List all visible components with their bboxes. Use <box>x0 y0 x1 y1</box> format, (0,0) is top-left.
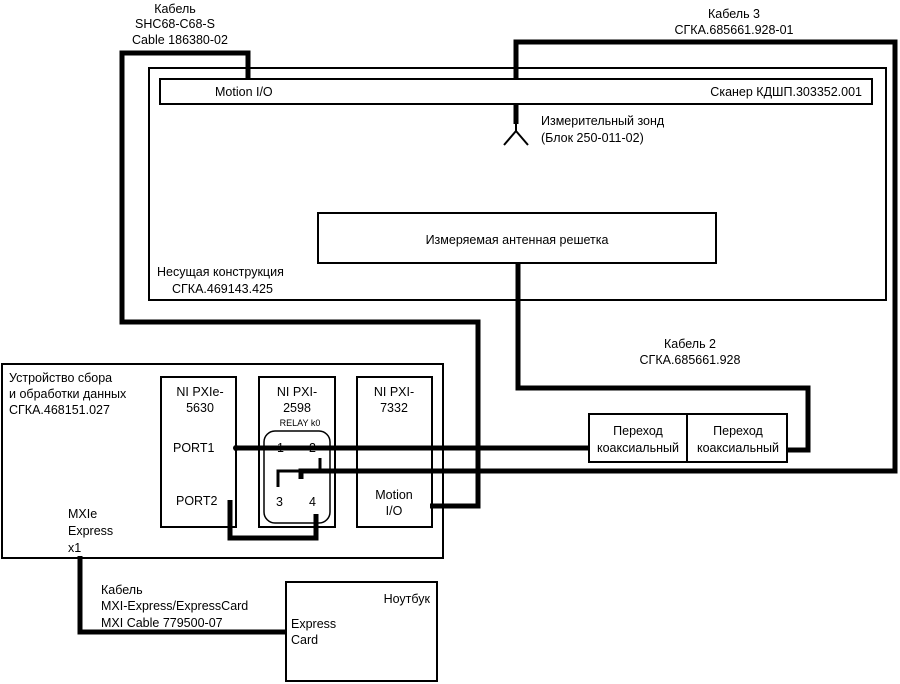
antenna-label: Измеряемая антенная решетка <box>426 233 609 247</box>
pxie5630-title-line2: 5630 <box>186 401 214 415</box>
pxi7332-box <box>356 376 433 528</box>
pxi7332-title-line2: 7332 <box>380 401 408 415</box>
scanner-name-label: Сканер КДШП.303352.001 <box>710 85 862 99</box>
laptop-box <box>285 581 438 682</box>
frame-label-line1: Несущая конструкция <box>157 265 284 279</box>
adapter-right-box <box>686 413 788 463</box>
cable-mxi-line <box>77 556 286 635</box>
cable-shc68-label-line2: SHC68-C68-S <box>135 17 215 31</box>
daq-title-line1: Устройство сбора <box>9 371 112 385</box>
daq-box <box>1 363 444 559</box>
port1-connector-dot <box>233 445 239 451</box>
daq-title-line2: и обработки данных <box>9 387 127 401</box>
pxi2598-title-line1: NI PXI- <box>277 385 317 399</box>
scanner-motion-io-label: Motion I/O <box>215 85 273 99</box>
cable-3-label-line2: СГКА.685661.928-01 <box>675 23 794 37</box>
antenna-box <box>317 212 717 264</box>
pxie5630-title-line1: NI PXIe- <box>176 385 223 399</box>
cable-mxi-label-line3: MXI Cable 779500-07 <box>101 616 223 630</box>
cable-2-line <box>515 257 811 453</box>
pxi2598-title-line2: 2598 <box>283 401 311 415</box>
port1-label: PORT1 <box>173 441 214 455</box>
probe-label-line2: (Блок 250-011-02) <box>541 131 644 145</box>
cable-mxi-label-line1: Кабель <box>101 583 143 597</box>
adapter-left-line1: Переход <box>613 424 663 438</box>
probe-label-line1: Измерительный зонд <box>541 114 665 128</box>
pxi2598-box <box>258 376 336 528</box>
relay-pin2-dot <box>317 445 323 451</box>
cable-shc68-label-line3: Cable 186380-02 <box>132 33 228 47</box>
mxie-label-line3: x1 <box>68 541 81 555</box>
laptop-title: Ноутбук <box>384 592 431 606</box>
relay-pin-2: 2 <box>309 441 316 455</box>
cable-shc68-line <box>119 50 481 509</box>
relay-pin-1: 1 <box>277 441 284 455</box>
cable-mxi-label-line2: MXI-Express/ExpressCard <box>101 599 248 613</box>
relay-pin-3: 3 <box>276 495 283 509</box>
relay-pin-4: 4 <box>309 495 316 509</box>
adapter-right-line1: Переход <box>713 424 763 438</box>
cable-shc68-label-line1: Кабель <box>154 2 196 16</box>
laptop-slot-line2: Card <box>291 633 318 647</box>
scanner-box <box>159 78 873 105</box>
adapter-right-line2: коаксиальный <box>697 441 779 455</box>
relay-link-line <box>276 458 322 487</box>
frame-label-line2: СГКА.469143.425 <box>172 282 273 296</box>
daq-title-line3: СГКА.468151.027 <box>9 403 110 417</box>
relay-label: RELAY k0 <box>280 418 321 428</box>
port2-cable-line <box>227 500 319 541</box>
relay-pin1-dot <box>265 445 271 451</box>
pxi7332-motion-line2: I/O <box>386 504 403 518</box>
cable-2-label-line1: Кабель 2 <box>664 337 716 351</box>
pxi7332-title-line1: NI PXI- <box>374 385 414 399</box>
mxie-label-line1: MXIe <box>68 507 97 521</box>
pxi7332-motion-line1: Motion <box>375 488 413 502</box>
port2-label: PORT2 <box>176 494 217 508</box>
probe-icon <box>503 104 529 146</box>
pxie5630-box <box>160 376 237 528</box>
mxie-label-line2: Express <box>68 524 113 538</box>
cable-3-label-line1: Кабель 3 <box>708 7 760 21</box>
adapter-left-box <box>588 413 688 463</box>
cable-2-label-line2: СГКА.685661.928 <box>640 353 741 367</box>
relay-box <box>263 430 331 524</box>
frame-box <box>148 67 887 301</box>
adapter-left-line2: коаксиальный <box>597 441 679 455</box>
laptop-slot-line1: Express <box>291 617 336 631</box>
